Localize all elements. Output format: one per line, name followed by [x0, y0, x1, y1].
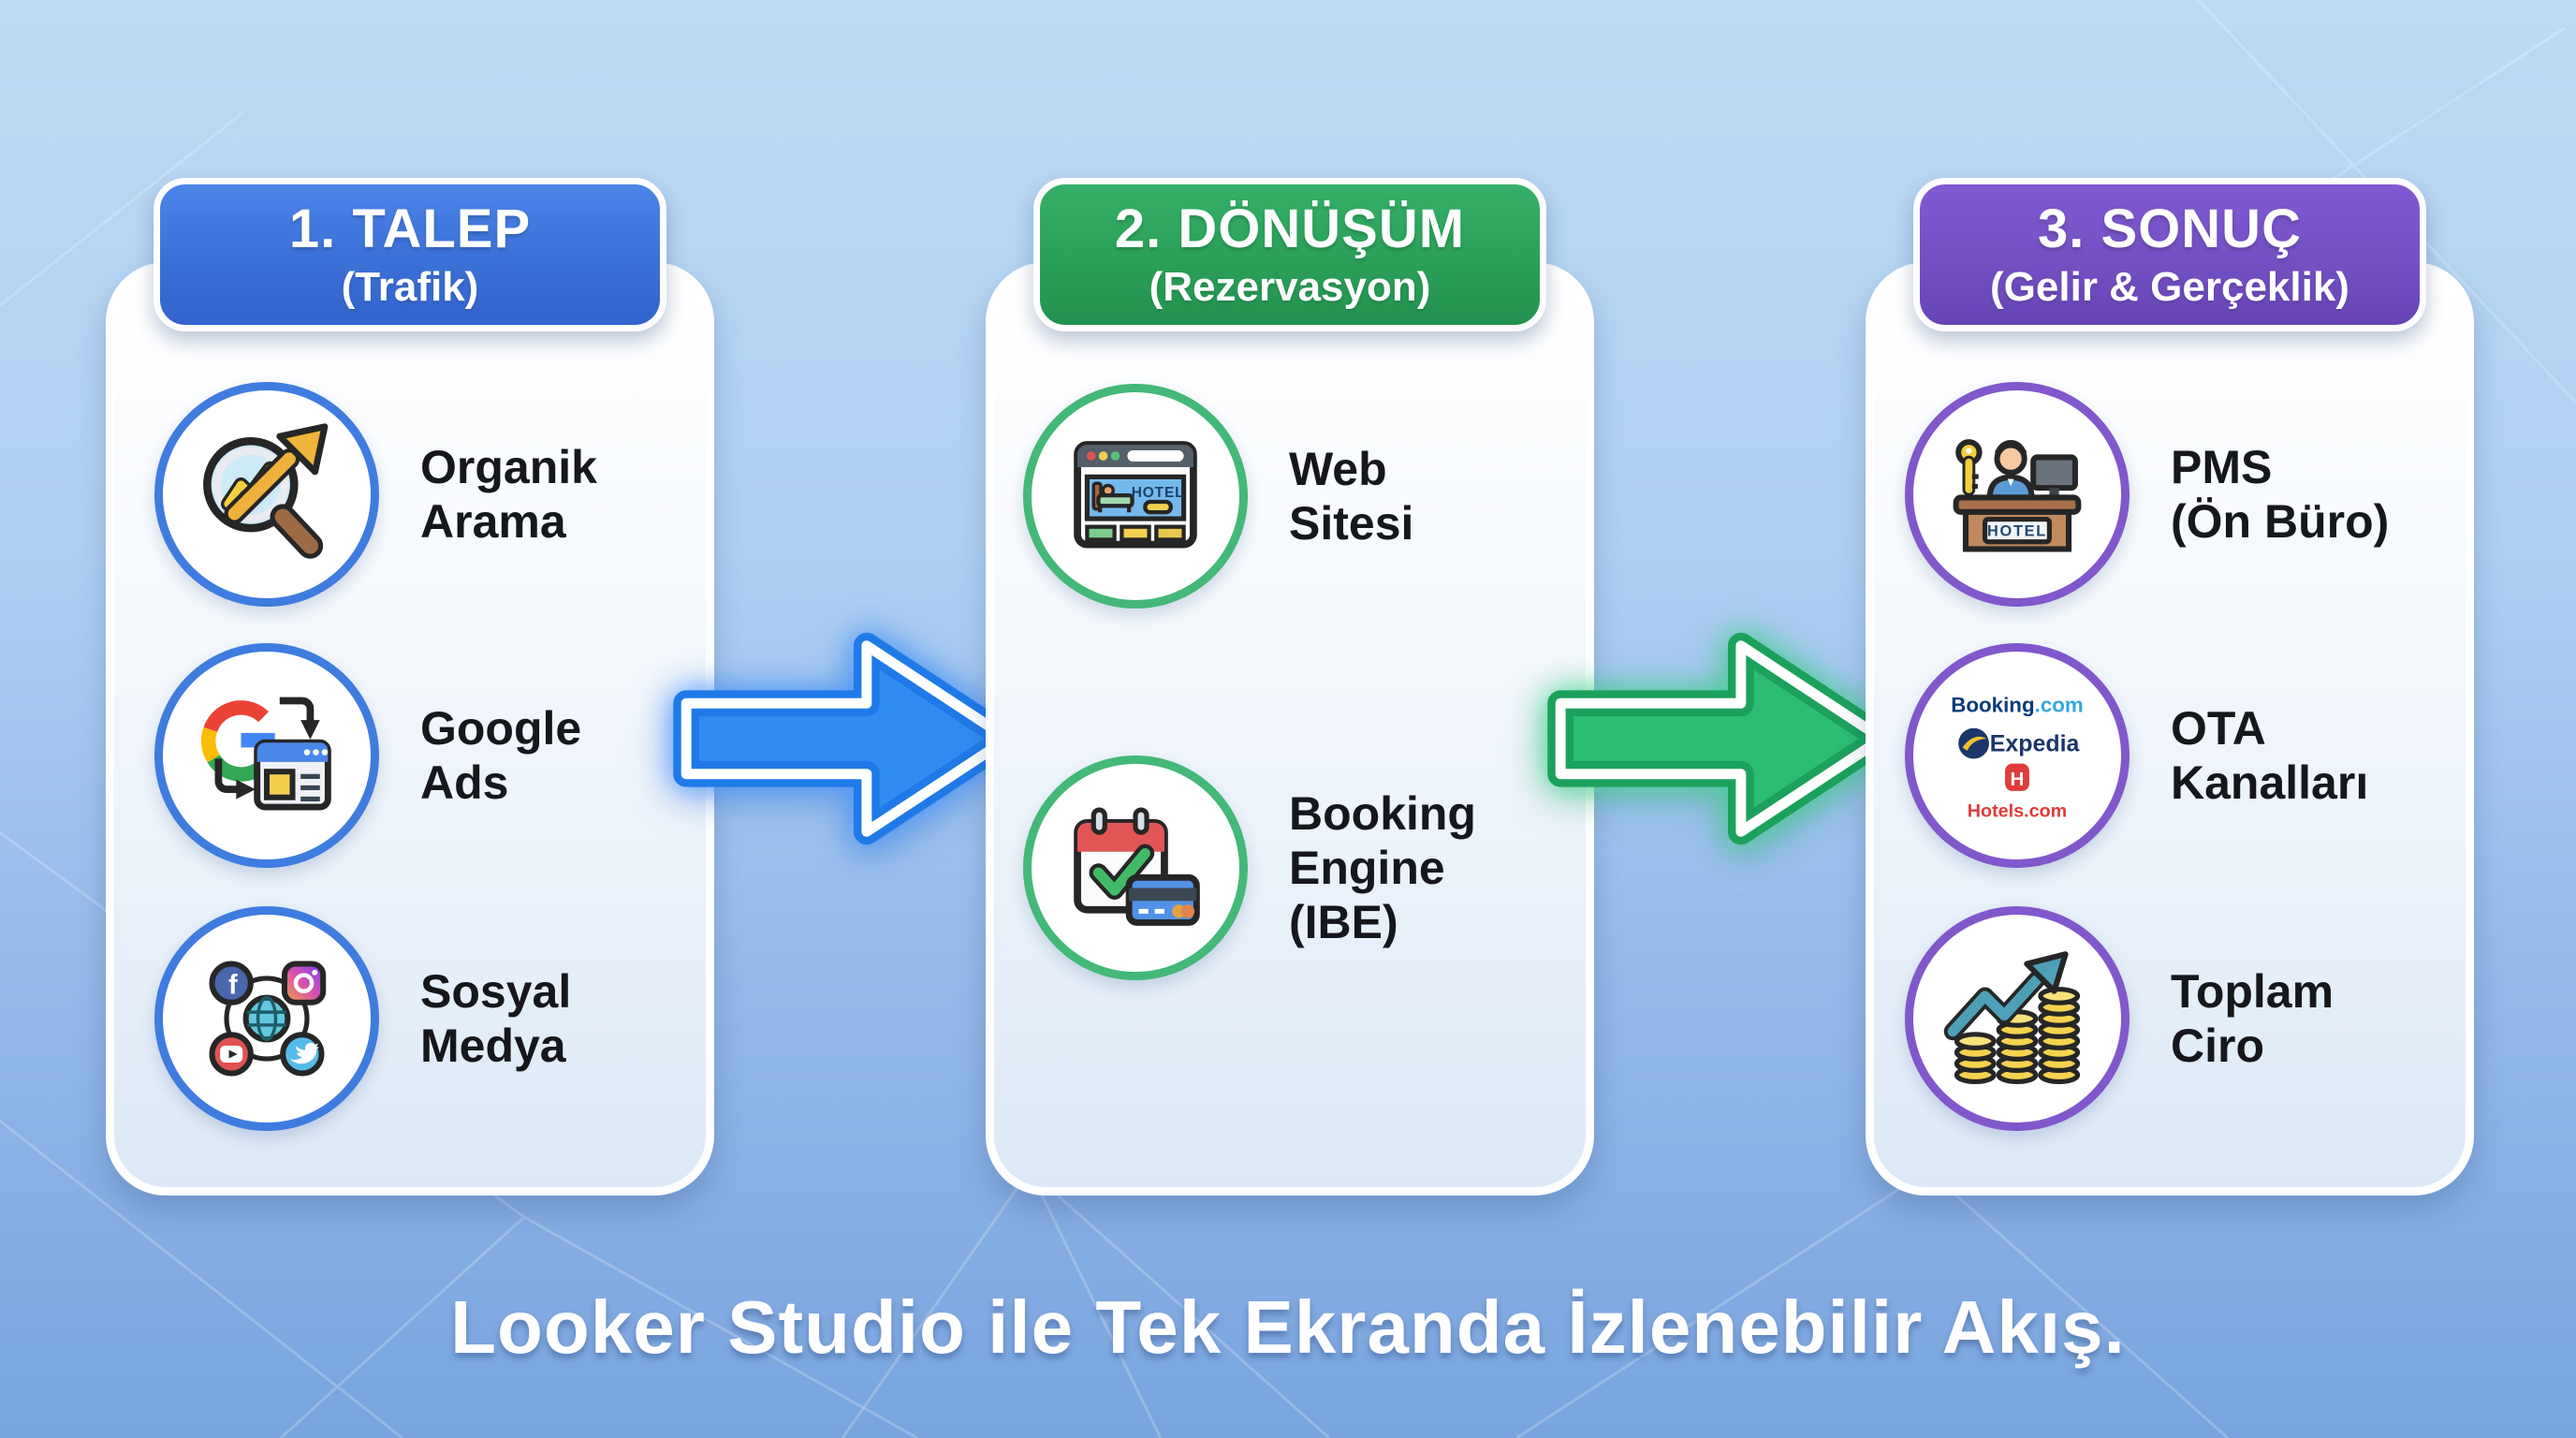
- item-label-ota: OTA Kanalları: [2171, 702, 2369, 809]
- ota-logos-icon: Booking.com Expedia H Hotels.com: [1905, 643, 2130, 868]
- badge-talep-title: 1. TALEP: [288, 198, 532, 259]
- front-desk-icon: HOTEL: [1905, 382, 2130, 607]
- svg-text:Booking.com: Booking.com: [1951, 694, 2084, 717]
- badge-talep-subtitle: (Trafik): [341, 263, 479, 310]
- item-ota: Booking.com Expedia H Hotels.com OTA Kan…: [1905, 643, 2368, 868]
- hotels-logo-h: H: [2011, 769, 2025, 790]
- badge-talep: 1. TALEP (Trafik): [154, 178, 666, 331]
- revenue-coins-icon: [1905, 906, 2130, 1131]
- desk-hotel-text: HOTEL: [1987, 523, 2047, 540]
- item-label-sosyal-medya: Sosyal Medya: [420, 965, 572, 1072]
- social-media-icon: f: [154, 906, 379, 1131]
- hotels-logo-text: Hotels.com: [1968, 800, 2068, 821]
- booking-engine-icon: [1023, 756, 1248, 980]
- facebook-f-glyph: f: [228, 970, 238, 1000]
- booking-logo-suffix: .com: [2035, 694, 2084, 717]
- item-label-web-sitesi: Web Sitesi: [1289, 443, 1414, 550]
- badge-donusum: 2. DÖNÜŞÜM (Rezervasyon): [1033, 178, 1546, 331]
- badge-sonuc-title: 3. SONUÇ: [2038, 198, 2302, 259]
- google-ads-icon: [154, 643, 379, 868]
- expedia-logo-text: Expedia: [1990, 731, 2081, 757]
- badge-sonuc-subtitle: (Gelir & Gerçeklik): [1990, 263, 2349, 310]
- badge-sonuc: 3. SONUÇ (Gelir & Gerçeklik): [1913, 178, 2426, 331]
- footer-caption: Looker Studio ile Tek Ekranda İzlenebili…: [450, 1285, 2126, 1369]
- item-sosyal-medya: f Sosyal Medya: [154, 906, 571, 1131]
- item-toplam-ciro: Toplam Ciro: [1905, 906, 2334, 1131]
- item-web-sitesi: HOTEL Web Sitesi: [1023, 384, 1413, 609]
- item-label-pms: PMS (Ön Büro): [2171, 441, 2390, 548]
- browser-hotel-text: HOTEL: [1132, 485, 1185, 501]
- hotel-website-icon: HOTEL: [1023, 384, 1248, 609]
- item-pms: HOTEL PMS (Ön Büro): [1905, 382, 2389, 607]
- item-organik-arama: Organik Arama: [154, 382, 597, 607]
- badge-donusum-title: 2. DÖNÜŞÜM: [1114, 198, 1466, 259]
- flow-arrow-green-icon: [1542, 599, 1903, 878]
- item-booking-engine: Booking Engine (IBE): [1023, 756, 1476, 980]
- badge-donusum-subtitle: (Rezervasyon): [1149, 263, 1431, 310]
- organic-search-icon: [154, 382, 379, 607]
- flow-arrow-blue-icon: [667, 599, 1029, 878]
- item-label-organik-arama: Organik Arama: [420, 441, 597, 548]
- item-label-google-ads: Google Ads: [420, 702, 582, 809]
- item-label-toplam-ciro: Toplam Ciro: [2171, 965, 2334, 1072]
- item-label-booking-engine: Booking Engine (IBE): [1289, 787, 1476, 948]
- item-google-ads: Google Ads: [154, 643, 581, 868]
- booking-logo-text: Booking: [1951, 694, 2034, 717]
